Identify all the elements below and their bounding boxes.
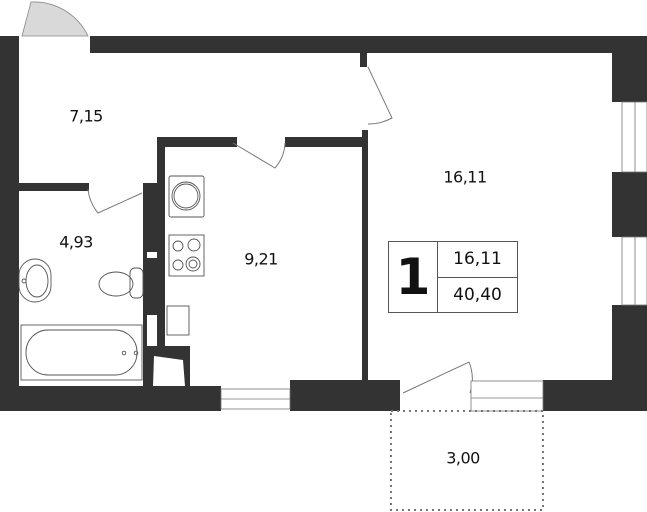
room-area-kitchen: 9,21 bbox=[244, 249, 278, 269]
room-area-living-room: 16,11 bbox=[443, 167, 487, 187]
sink-cabinet-icon bbox=[166, 305, 190, 336]
total-area: 40,40 bbox=[453, 284, 502, 305]
bathtub-icon bbox=[20, 324, 143, 381]
living-area: 16,11 bbox=[438, 242, 517, 278]
entrance-door-icon bbox=[21, 1, 89, 37]
apartment-summary-badge: 1 16,11 40,40 bbox=[388, 241, 518, 313]
stove-icon bbox=[168, 234, 205, 277]
exterior-walls bbox=[0, 36, 647, 411]
sink-icon bbox=[18, 258, 52, 303]
washing-machine-icon bbox=[168, 175, 205, 218]
interior-walls bbox=[19, 53, 368, 386]
room-area-bathroom: 4,93 bbox=[59, 232, 93, 252]
bathroom-fixtures bbox=[18, 258, 144, 381]
room-count: 1 bbox=[389, 242, 438, 312]
toilet-icon bbox=[98, 267, 144, 299]
kitchen-appliances bbox=[166, 175, 205, 336]
room-area-balcony: 3,00 bbox=[446, 448, 480, 468]
room-area-hallway: 7,15 bbox=[69, 106, 103, 126]
windows bbox=[220, 101, 647, 412]
